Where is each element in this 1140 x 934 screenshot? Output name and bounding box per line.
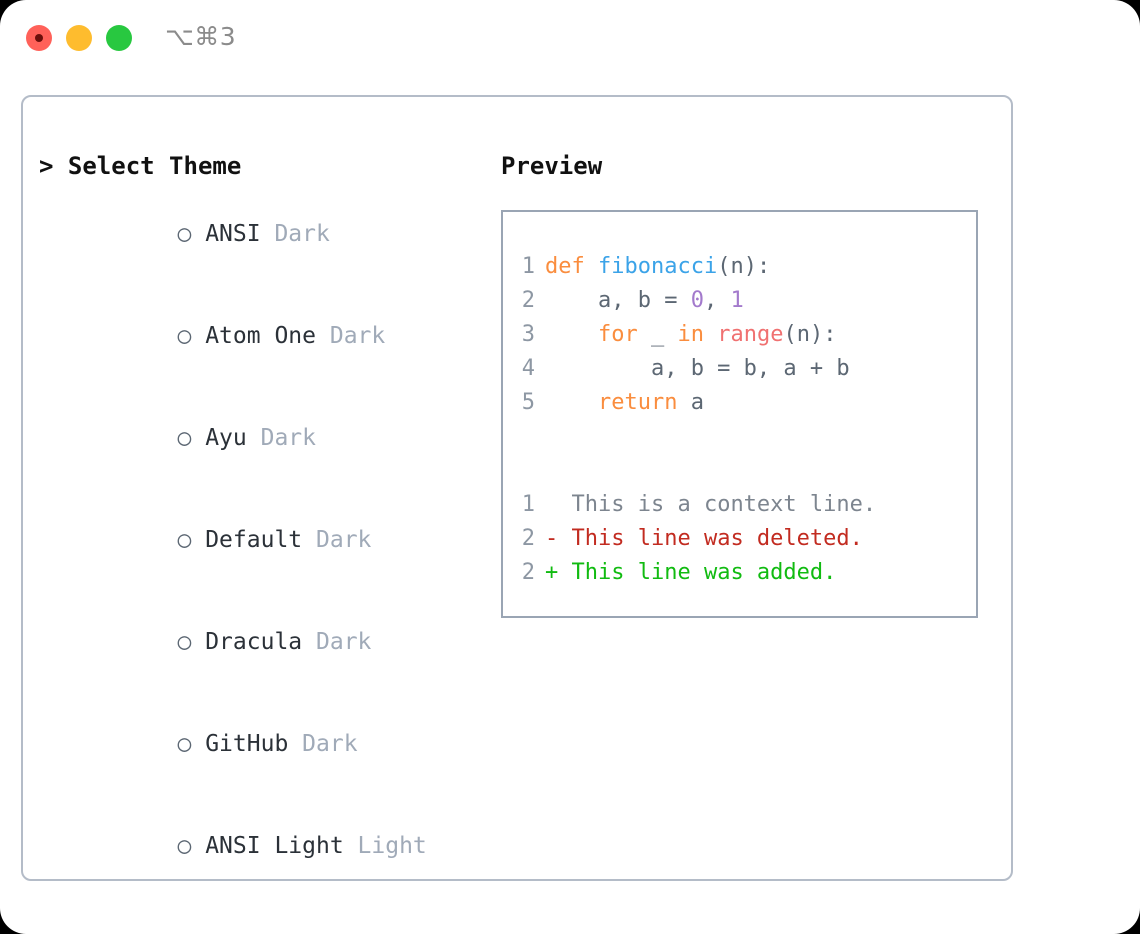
diff-marker bbox=[545, 492, 572, 517]
radio-icon: ○ bbox=[177, 731, 192, 757]
diff-text: This is a context line. bbox=[571, 492, 877, 517]
theme-list-item[interactable]: ○ Dracula Dark bbox=[39, 591, 489, 693]
code-line: 1 def fibonacci(n): bbox=[503, 250, 976, 284]
theme-list-item[interactable]: ○ ANSI Light Light bbox=[39, 795, 489, 897]
title-bar: ⌥⌘3 bbox=[0, 0, 1140, 78]
code-token: a bbox=[677, 390, 704, 415]
main-panel: > Select Theme ○ ANSI Dark ○ Atom One Da… bbox=[21, 95, 1013, 881]
code-diff-separator bbox=[503, 420, 976, 454]
theme-variant: Dark bbox=[316, 629, 372, 655]
theme-name: ANSI Light bbox=[205, 833, 344, 859]
code-token: (n): bbox=[717, 254, 771, 279]
theme-name: GitHub bbox=[205, 731, 289, 757]
code-line: 4 a, b = b, a + b bbox=[503, 352, 976, 386]
theme-list-item[interactable]: ○ Ayu Dark bbox=[39, 387, 489, 489]
radio-icon: ○ bbox=[177, 833, 192, 859]
theme-name: Dracula bbox=[205, 629, 303, 655]
code-token: , bbox=[703, 288, 731, 313]
diff-text: This line was deleted. bbox=[571, 526, 863, 551]
radio-icon: ○ bbox=[177, 323, 192, 349]
code-token: in bbox=[677, 322, 704, 347]
line-number: 1 bbox=[521, 492, 535, 517]
theme-name: Atom One bbox=[205, 323, 316, 349]
code-line: 2 a, b = 0, 1 bbox=[503, 284, 976, 318]
code-token: range bbox=[717, 322, 784, 347]
code-token: for bbox=[597, 322, 638, 347]
theme-variant: Dark bbox=[302, 731, 358, 757]
diff-text: This line was added. bbox=[571, 560, 837, 585]
code-token: fibonacci bbox=[597, 254, 718, 279]
code-token: 0 bbox=[690, 288, 704, 313]
keyboard-shortcut-label: ⌥⌘3 bbox=[165, 22, 237, 51]
code-line: 5 return a bbox=[503, 386, 976, 420]
radio-icon: ○ bbox=[177, 425, 192, 451]
radio-icon: ○ bbox=[177, 527, 192, 553]
theme-variant: Dark bbox=[274, 221, 330, 247]
diff-marker: - bbox=[545, 526, 572, 551]
line-number: 2 bbox=[521, 288, 535, 313]
code-token bbox=[704, 322, 717, 347]
theme-list-item[interactable]: ○ Atom One Dark bbox=[39, 285, 489, 387]
code-token: return bbox=[597, 390, 678, 415]
maximize-button[interactable] bbox=[106, 25, 132, 51]
diff-line-context: 1 This is a context line. bbox=[503, 488, 976, 522]
line-number: 2 bbox=[521, 526, 535, 551]
minimize-button[interactable] bbox=[66, 25, 92, 51]
code-diff-separator-2 bbox=[503, 454, 976, 488]
diff-block: 1 This is a context line. 2- This line w… bbox=[503, 488, 976, 590]
theme-name: ANSI bbox=[205, 221, 261, 247]
theme-list-item[interactable]: ○ Default Dark bbox=[39, 489, 489, 591]
theme-variant: Dark bbox=[316, 527, 372, 553]
radio-icon: ○ bbox=[177, 221, 192, 247]
line-number: 5 bbox=[521, 390, 535, 415]
theme-list: ○ ANSI Dark ○ Atom One Dark ○ Ayu Dark ○… bbox=[39, 183, 489, 934]
theme-variant: Light bbox=[357, 833, 427, 859]
theme-variant: Dark bbox=[329, 323, 386, 349]
window-controls bbox=[26, 25, 132, 51]
code-token: 1 bbox=[730, 288, 744, 313]
radio-icon: ○ bbox=[177, 629, 192, 655]
line-number: 3 bbox=[521, 322, 535, 347]
theme-name: Ayu bbox=[205, 425, 247, 451]
code-line: 3 for _ in range(n): bbox=[503, 318, 976, 352]
theme-list-item[interactable]: ○ ANSI Dark bbox=[39, 183, 489, 285]
code-token bbox=[545, 322, 598, 347]
close-button[interactable] bbox=[26, 25, 52, 51]
code-token: a, b = b, a + b bbox=[545, 356, 850, 381]
line-number: 4 bbox=[521, 356, 535, 381]
code-token: (n): bbox=[783, 322, 837, 347]
theme-variant: Dark bbox=[260, 425, 316, 451]
diff-line-added: 2 + This line was added. bbox=[503, 556, 976, 590]
theme-list-item[interactable]: ○ GitHub Dark bbox=[39, 693, 489, 795]
line-number: 2 bbox=[521, 560, 535, 585]
code-token: def bbox=[545, 254, 598, 279]
line-number: 1 bbox=[521, 254, 535, 279]
preview-header: Preview bbox=[501, 152, 603, 180]
code-token: a, b = bbox=[545, 288, 691, 313]
theme-list-item-selected[interactable]: ● Ayu Light Light bbox=[39, 897, 489, 934]
theme-picker-column: > Select Theme ○ ANSI Dark ○ Atom One Da… bbox=[39, 149, 489, 934]
theme-name: Default bbox=[205, 527, 303, 553]
select-theme-header: > Select Theme bbox=[39, 152, 242, 180]
diff-line-deleted: 2- This line was deleted. bbox=[503, 522, 976, 556]
code-token bbox=[545, 390, 598, 415]
code-token: _ bbox=[637, 322, 678, 347]
diff-marker: + bbox=[545, 560, 572, 585]
